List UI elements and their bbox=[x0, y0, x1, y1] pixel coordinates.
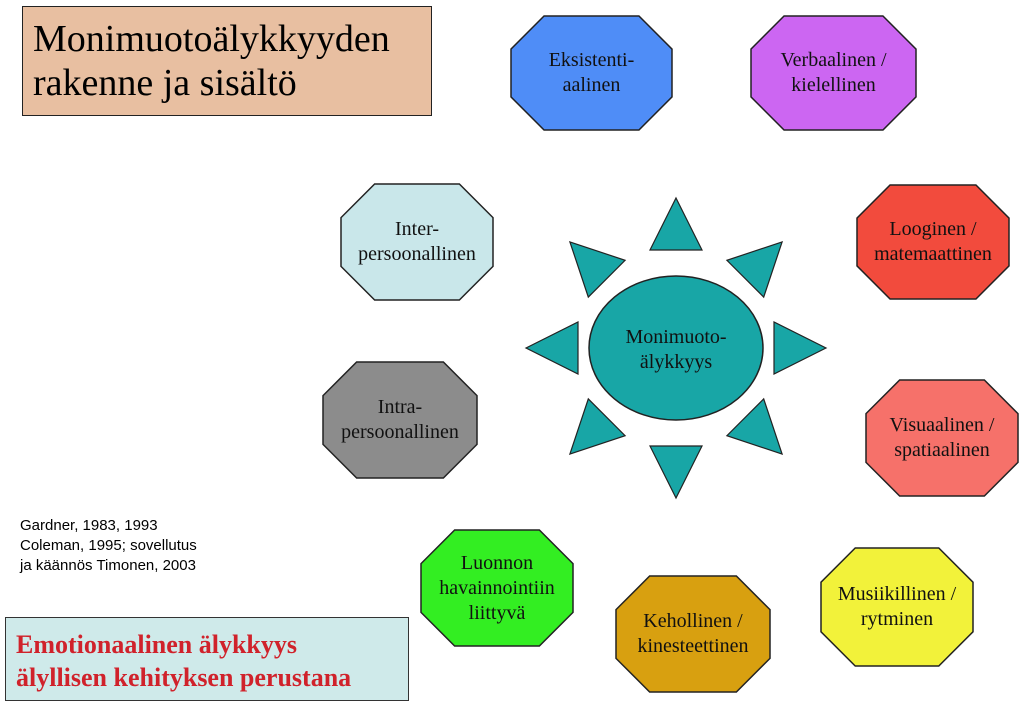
sun-ray bbox=[568, 397, 627, 456]
title-line-2: rakenne ja sisältö bbox=[33, 62, 297, 104]
credits: Gardner, 1983, 1993 Coleman, 1995; sovel… bbox=[20, 516, 197, 576]
octagon-looginen bbox=[856, 184, 1010, 300]
sun-ray bbox=[568, 240, 627, 299]
sun-ray bbox=[649, 196, 703, 251]
title-box: Monimuotoälykkyyden rakenne ja sisältö bbox=[22, 6, 432, 116]
octagon-shapes bbox=[322, 15, 1019, 693]
credits-line-2: Coleman, 1995; sovellutus bbox=[20, 537, 197, 554]
octagon-interpersoonallinen bbox=[340, 183, 494, 301]
octagon-eksistentiaalinen bbox=[510, 15, 673, 131]
emotional-line-2: älyllisen kehityksen perustana bbox=[16, 663, 352, 692]
sun-ray bbox=[725, 240, 784, 299]
sun-ray bbox=[649, 445, 703, 500]
sun-rays bbox=[524, 196, 828, 500]
credits-line-3: ja käännös Timonen, 2003 bbox=[20, 557, 196, 574]
octagon-luonnon bbox=[420, 529, 574, 647]
credits-line-1: Gardner, 1983, 1993 bbox=[20, 517, 158, 534]
sun-ray bbox=[725, 397, 784, 456]
sun-ray bbox=[524, 321, 579, 375]
octagon-musiikillinen bbox=[820, 547, 974, 667]
octagon-verbaalinen bbox=[750, 15, 917, 131]
emotional-intelligence-box: Emotionaalinen älykkyys älyllisen kehity… bbox=[5, 617, 409, 701]
octagon-intrapersoonallinen bbox=[322, 361, 478, 479]
sun-ray bbox=[773, 321, 828, 375]
title-line-1: Monimuotoälykkyyden bbox=[33, 18, 390, 60]
emotional-line-1: Emotionaalinen älykkyys bbox=[16, 630, 298, 659]
octagon-visuaalinen bbox=[865, 379, 1019, 497]
center-ellipse bbox=[588, 275, 764, 421]
octagon-kehollinen bbox=[615, 575, 771, 693]
